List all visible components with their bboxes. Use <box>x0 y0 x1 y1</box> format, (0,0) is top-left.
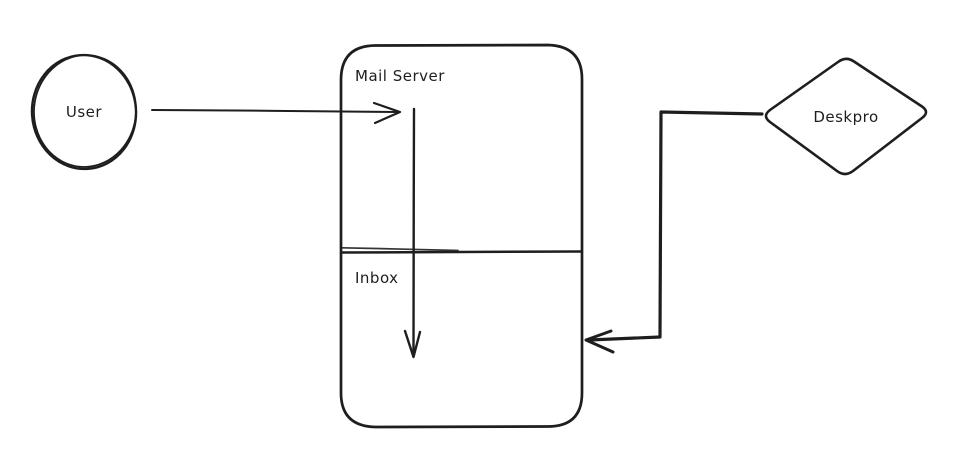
arrowhead-left-icon <box>584 329 615 354</box>
arrow-shaft[interactable] <box>587 110 764 342</box>
arrow-shaft[interactable] <box>412 107 416 354</box>
edge-deskpro-to-mailserver[interactable] <box>584 110 764 354</box>
node-deskpro[interactable]: Deskpro <box>764 57 928 176</box>
inbox-divider[interactable] <box>340 250 583 254</box>
inbox-label: Inbox <box>355 269 399 287</box>
edge-mailserver-to-inbox[interactable] <box>403 107 422 359</box>
node-mail-server[interactable]: Mail Server Inbox <box>339 43 584 429</box>
mail-server-label: Mail Server <box>355 67 445 85</box>
deskpro-diamond[interactable] <box>764 57 928 176</box>
mail-server-rectangle[interactable] <box>339 43 584 429</box>
deskpro-label: Deskpro <box>813 108 878 126</box>
node-user[interactable]: User <box>28 51 141 173</box>
arrow-shaft[interactable] <box>151 109 399 113</box>
user-circle-second-pass <box>33 54 137 168</box>
arrowhead-down-icon <box>403 329 422 359</box>
arrowhead-right-icon <box>372 101 402 125</box>
inbox-divider-second-pass <box>341 246 459 252</box>
user-label: User <box>66 103 103 121</box>
edge-user-to-mailserver[interactable] <box>151 101 402 125</box>
